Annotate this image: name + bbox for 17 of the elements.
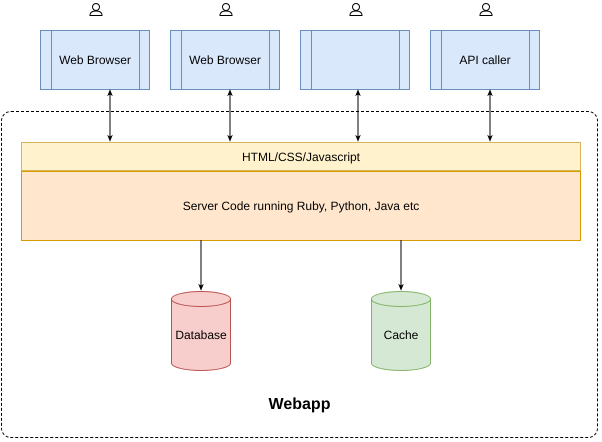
node-label: Server Code running Ruby, Python, Java etc: [182, 199, 420, 213]
arrow: [107, 89, 113, 142]
hosting-boundary: [1, 111, 598, 438]
arrow: [398, 240, 404, 291]
node-label: Cache: [382, 328, 420, 342]
node-label: API caller: [458, 53, 512, 67]
node-label: HTML/CSS/Javascript: [240, 150, 362, 164]
arrow: [487, 89, 493, 142]
arrow: [198, 240, 204, 291]
layer-box: [21, 142, 581, 171]
node-label: Web Browser: [188, 53, 262, 67]
container-heading: Webapp: [268, 396, 332, 414]
node-label: Web Browser: [58, 53, 132, 67]
arrow: [227, 89, 233, 142]
arrow: [355, 89, 361, 142]
layer-box: [21, 171, 581, 241]
node-label: Database: [174, 328, 228, 342]
